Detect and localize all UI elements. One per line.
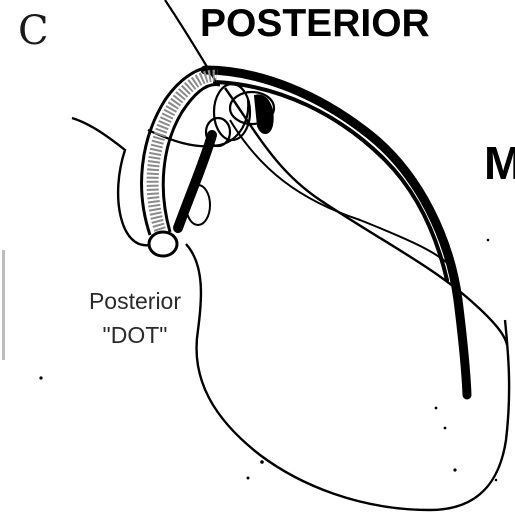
dot-label-line1: Posterior	[76, 284, 194, 318]
stippled-vessel-inner	[163, 84, 220, 232]
speck	[39, 376, 42, 379]
speck	[247, 477, 250, 480]
speck	[453, 468, 456, 471]
dot-label-line2: "DOT"	[76, 318, 194, 352]
speck	[260, 460, 264, 464]
dark-vertical-vessel	[178, 135, 212, 228]
heart-outline-body	[186, 244, 509, 510]
posterior-dot	[149, 232, 177, 256]
speck	[435, 407, 438, 410]
panel-letter: C	[18, 8, 48, 54]
dark-cap	[255, 95, 273, 133]
speck	[495, 479, 498, 482]
speck	[487, 239, 490, 242]
speck	[444, 427, 447, 430]
cropped-edge-letter: M	[484, 136, 515, 190]
posterior-dot-label: Posterior "DOT"	[76, 284, 194, 352]
heart-outline	[72, 118, 150, 245]
view-title: POSTERIOR	[200, 2, 430, 46]
